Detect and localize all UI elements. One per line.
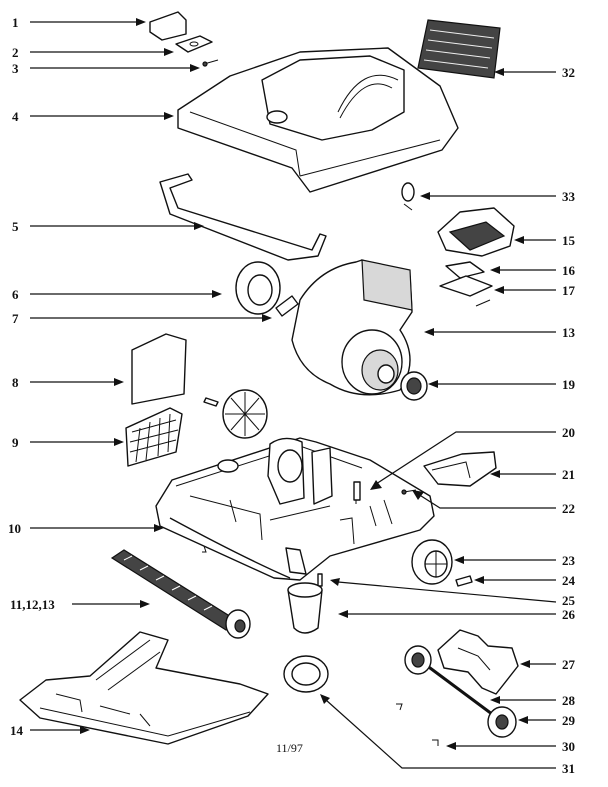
- callout-6: 6: [12, 287, 19, 302]
- part-13-motor: [291, 259, 413, 396]
- part-23-wheel: [411, 539, 453, 585]
- callout-33: 33: [562, 189, 576, 204]
- part-6-ring: [235, 261, 281, 315]
- part-3-screw: [202, 59, 219, 67]
- part-4-hood: [177, 47, 459, 193]
- callout-4: 4: [12, 109, 19, 124]
- part-2-plate: [175, 35, 213, 53]
- part-8-filter: [131, 333, 187, 405]
- part-15-switch: [437, 207, 515, 257]
- callout-8: 8: [12, 375, 19, 390]
- callout-31: 31: [562, 761, 575, 776]
- fan-impeller: [203, 389, 268, 439]
- part-30-clip: [396, 703, 439, 746]
- callout-15: 15: [562, 233, 576, 248]
- part-32-grille: [417, 19, 501, 79]
- callout-19: 19: [562, 377, 576, 392]
- leader-lines: [30, 18, 557, 769]
- part-29-wheel: [487, 706, 517, 738]
- callout-22: 22: [562, 501, 575, 516]
- callout-29: 29: [562, 713, 576, 728]
- part-9-screen: [125, 407, 183, 467]
- callout-7: 7: [12, 311, 19, 326]
- callout-23: 23: [562, 553, 576, 568]
- callout-24: 24: [562, 573, 576, 588]
- callout-32: 32: [562, 65, 575, 80]
- callout-5: 5: [12, 219, 19, 234]
- callout-16: 16: [562, 263, 576, 278]
- callout-21: 21: [562, 467, 575, 482]
- part-16-switch-plate: [445, 261, 485, 279]
- part-11-12-13-brushroll: [110, 549, 251, 639]
- part-1-cover: [149, 11, 187, 41]
- part-26-tube: [287, 582, 323, 634]
- date-code: 11/97: [276, 741, 303, 755]
- part-28-axle-assembly: [404, 645, 501, 722]
- part-20-pin: [353, 481, 361, 501]
- callout-30: 30: [562, 739, 575, 754]
- part-17-switch-lever: [439, 275, 493, 307]
- part-19-motor-ring: [400, 371, 428, 401]
- callout-20: 20: [562, 425, 575, 440]
- callout-13: 13: [562, 325, 576, 340]
- callout-28: 28: [562, 693, 576, 708]
- part-33-knob: [401, 182, 415, 211]
- part-7-clip: [275, 295, 299, 317]
- callout-1: 1: [12, 15, 19, 30]
- callout-14: 14: [10, 723, 24, 738]
- callout-2: 2: [12, 45, 19, 60]
- callout-25: 25: [562, 593, 576, 608]
- callout-labels: 1 2 3 4 5 6 7 8 9 10 11,12,13 14 13 15 1…: [8, 15, 576, 776]
- callout-3: 3: [12, 61, 19, 76]
- callout-9: 9: [12, 435, 19, 450]
- part-14-baseplate: [19, 631, 269, 745]
- callout-11-12-13: 11,12,13: [10, 597, 55, 612]
- part-24-axle: [455, 575, 473, 587]
- part-10-base: [155, 437, 435, 581]
- part-31-belt: [283, 655, 329, 693]
- part-5-bumper: [159, 173, 327, 261]
- part-21-latch: [423, 451, 497, 487]
- callout-26: 26: [562, 607, 576, 622]
- part-27-bracket: [437, 629, 519, 695]
- small-mark: [202, 545, 207, 553]
- callout-27: 27: [562, 657, 576, 672]
- part-25-clip: [317, 573, 323, 587]
- callout-17: 17: [562, 283, 576, 298]
- callout-10: 10: [8, 521, 21, 536]
